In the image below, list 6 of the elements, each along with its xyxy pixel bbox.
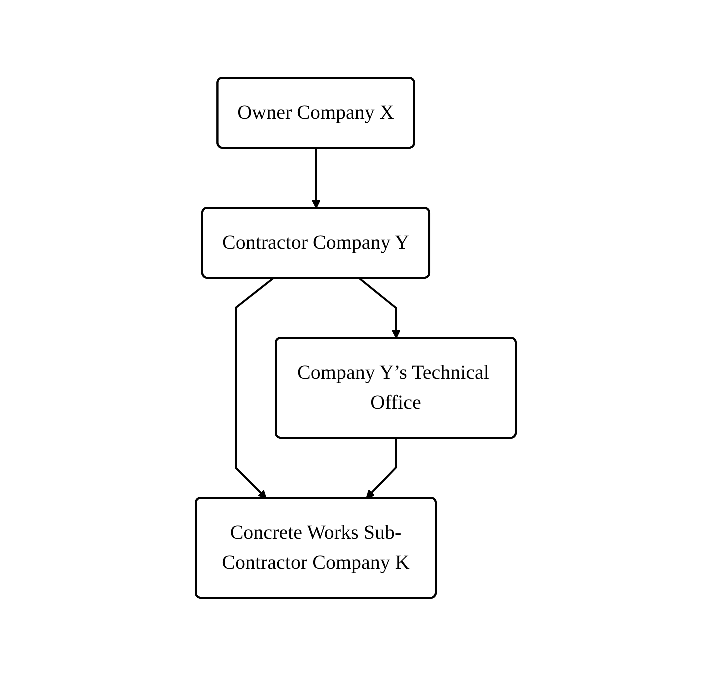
arrow	[366, 438, 398, 499]
arrow	[358, 278, 401, 339]
node-text: Concrete Works Sub-Contractor Company K	[222, 522, 410, 574]
arrow	[235, 278, 274, 499]
arrow	[312, 148, 321, 209]
node-text: Company Y’s Technical Office	[298, 362, 490, 414]
